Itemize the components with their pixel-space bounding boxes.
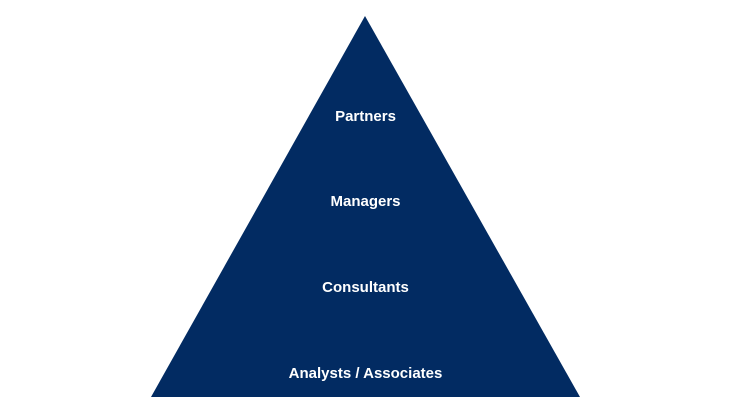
level-analysts-associates: Analysts / Associates bbox=[288, 365, 443, 382]
pyramid-triangle bbox=[151, 16, 580, 397]
level-consultants: Consultants bbox=[322, 279, 409, 296]
level-partners: Partners bbox=[335, 108, 396, 125]
level-managers: Managers bbox=[330, 193, 401, 210]
